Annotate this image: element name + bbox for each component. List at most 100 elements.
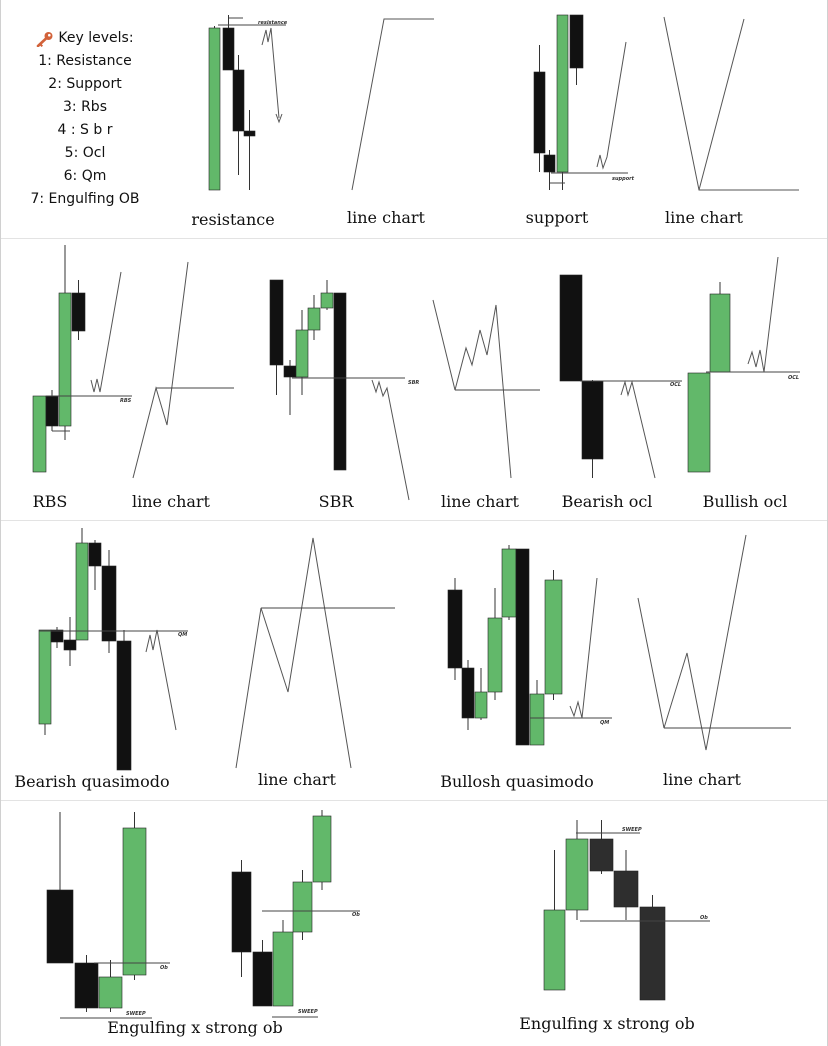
bearish-candle <box>269 279 284 366</box>
caption-bullish-quasimodo: Bullosh quasimodo <box>440 772 594 791</box>
caption-resistance-line-chart: line chart <box>347 208 425 227</box>
key-level-item: 1: Resistance <box>38 53 132 69</box>
caption-bullish-qm-line-chart: line chart <box>663 770 741 789</box>
ob2-level-label: Ob <box>352 912 360 918</box>
bullish-candle <box>487 617 503 693</box>
bearish-candle <box>232 69 245 132</box>
bullish-candle <box>307 307 321 331</box>
sbr-level-label: SBR <box>408 380 419 386</box>
bearish-candle <box>589 838 614 872</box>
key-level-item: 6: Qm <box>63 168 107 184</box>
qm-bear-level-label: QM <box>178 632 187 638</box>
bullish-candle <box>98 976 123 1009</box>
bearish-candle <box>581 380 604 460</box>
price-path <box>90 271 122 393</box>
qm-bull-level-label: QM <box>600 720 609 726</box>
caption-rbs: RBS <box>32 492 68 511</box>
key-level-item: 7: Engulfing OB <box>30 191 140 207</box>
bearish-candle <box>63 639 77 651</box>
bearish-candle <box>71 292 86 332</box>
sweep2-level-label: SWEEP <box>298 1009 318 1015</box>
bullish-candle <box>312 815 332 883</box>
sweep1-level-label: SWEEP <box>126 1011 146 1017</box>
key-level-item: 4 : S b r <box>57 122 113 138</box>
ocl-bear-level-label: OCL <box>670 382 681 388</box>
bearish-candle <box>74 962 99 1009</box>
row-separator <box>1 800 827 801</box>
bearish-candle <box>639 906 666 1001</box>
resistance-line-chart <box>351 18 434 191</box>
bearish-candle <box>533 71 546 154</box>
rbs-line-chart <box>132 261 189 479</box>
caption-rbs-line-chart: line chart <box>132 492 210 511</box>
caption-bearish-quasimodo: Bearish quasimodo <box>14 772 170 791</box>
bearish-qm-line-chart <box>235 537 352 769</box>
bearish-candle <box>333 292 347 471</box>
key-level-item: 2: Support <box>48 76 122 92</box>
caption-bullish-ocl: Bullish ocl <box>702 492 788 511</box>
caption-bearish-qm-line-chart: line chart <box>258 770 336 789</box>
price-path <box>371 379 410 501</box>
bearish-candle <box>252 951 273 1007</box>
ob3-level-label: Ob <box>700 915 708 921</box>
row-separator <box>1 238 827 239</box>
bearish-candle <box>101 565 117 642</box>
bearish-candle <box>222 27 235 71</box>
bullish-candle <box>565 838 589 911</box>
sweep3-level-label: SWEEP <box>622 827 642 833</box>
bullish-candle <box>529 693 545 746</box>
bearish-candle <box>447 589 463 669</box>
ocl-bull-level-label: OCL <box>788 375 799 381</box>
sbr-line-chart <box>432 299 512 479</box>
bullish-candle <box>208 27 221 191</box>
price-path <box>569 577 598 719</box>
bullish-candle <box>320 292 334 309</box>
bullish-candle <box>58 292 72 427</box>
bullish-candle <box>543 909 566 991</box>
key-level-item: 5: Ocl <box>64 145 106 161</box>
bearish-candle <box>283 365 297 378</box>
support-line-chart-rise <box>698 18 745 191</box>
bullish-candle <box>474 691 488 719</box>
bullish-qm-line-chart <box>637 534 747 751</box>
row-separator <box>1 520 827 521</box>
bullish-candle <box>544 579 563 695</box>
bullish-candle <box>75 542 89 641</box>
bearish-candle <box>569 14 584 69</box>
ob1-level-label: Ob <box>160 965 168 971</box>
bearish-candle <box>543 154 556 173</box>
resistance-level-label: resistance <box>258 20 288 26</box>
caption-support: support <box>525 208 589 227</box>
bullish-candle <box>556 14 569 173</box>
bearish-candle <box>559 274 583 382</box>
caption-engulfing-strong-ob: Engulfing x strong ob <box>107 1018 283 1037</box>
key-levels-title-row: Key levels: <box>0 27 170 50</box>
bullish-candle <box>38 629 52 725</box>
arrow-head-icon <box>275 113 283 124</box>
caption-sbr-line-chart: line chart <box>441 492 519 511</box>
bearish-candle <box>116 640 132 771</box>
price-path <box>145 629 177 731</box>
caption-resistance: resistance <box>191 210 275 229</box>
bearish-candle <box>231 871 252 953</box>
bullish-candle <box>687 372 711 473</box>
key-level-item: 3: Rbs <box>63 99 107 115</box>
bearish-candle <box>46 889 74 964</box>
support-line-chart-base <box>663 16 799 191</box>
key-levels-title: Key levels: <box>58 30 134 46</box>
bearish-candle <box>613 870 639 908</box>
price-path <box>596 41 627 170</box>
bullish-candle <box>501 548 517 618</box>
caption-sbr: SBR <box>318 492 354 511</box>
key-icon <box>37 31 53 47</box>
key-levels-legend: Key levels: 1: Resistance 2: Support 3: … <box>0 27 170 211</box>
bearish-candle <box>461 667 475 719</box>
caption-support-line-chart: line chart <box>665 208 743 227</box>
bullish-candle <box>32 395 47 473</box>
bullish-candle <box>122 827 147 976</box>
caption-engulfing-strong-ob: Engulfing x strong ob <box>519 1014 695 1033</box>
bearish-candle <box>88 542 102 567</box>
support-level-label: support <box>612 176 635 182</box>
price-path <box>620 380 656 479</box>
